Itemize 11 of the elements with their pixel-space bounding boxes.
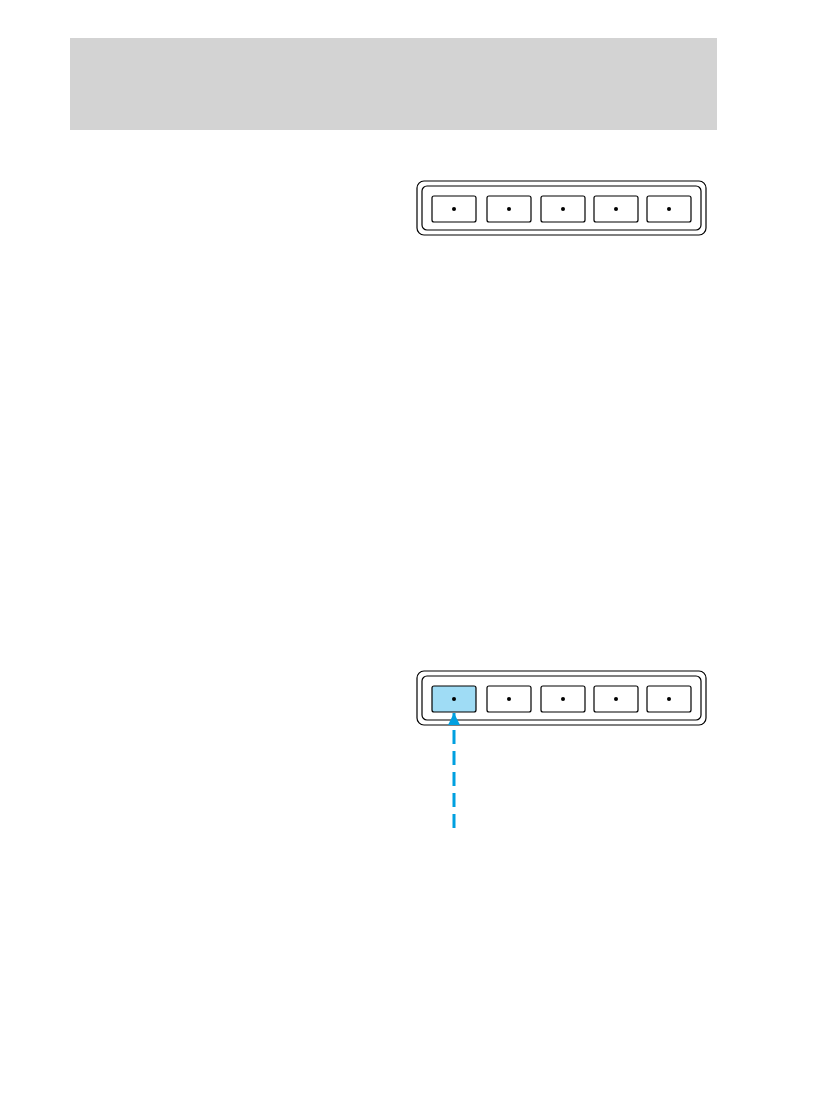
keypad-button — [431, 195, 477, 223]
keypad-button — [646, 195, 692, 223]
keypad-button — [646, 685, 692, 713]
keypad-button — [486, 195, 532, 223]
keypad-button — [593, 195, 639, 223]
keypad-button — [486, 685, 532, 713]
keypad-button — [540, 195, 586, 223]
keypad-button — [593, 685, 639, 713]
highlighted-button — [431, 685, 477, 713]
arrow — [448, 713, 460, 828]
keypad-button — [540, 685, 586, 713]
